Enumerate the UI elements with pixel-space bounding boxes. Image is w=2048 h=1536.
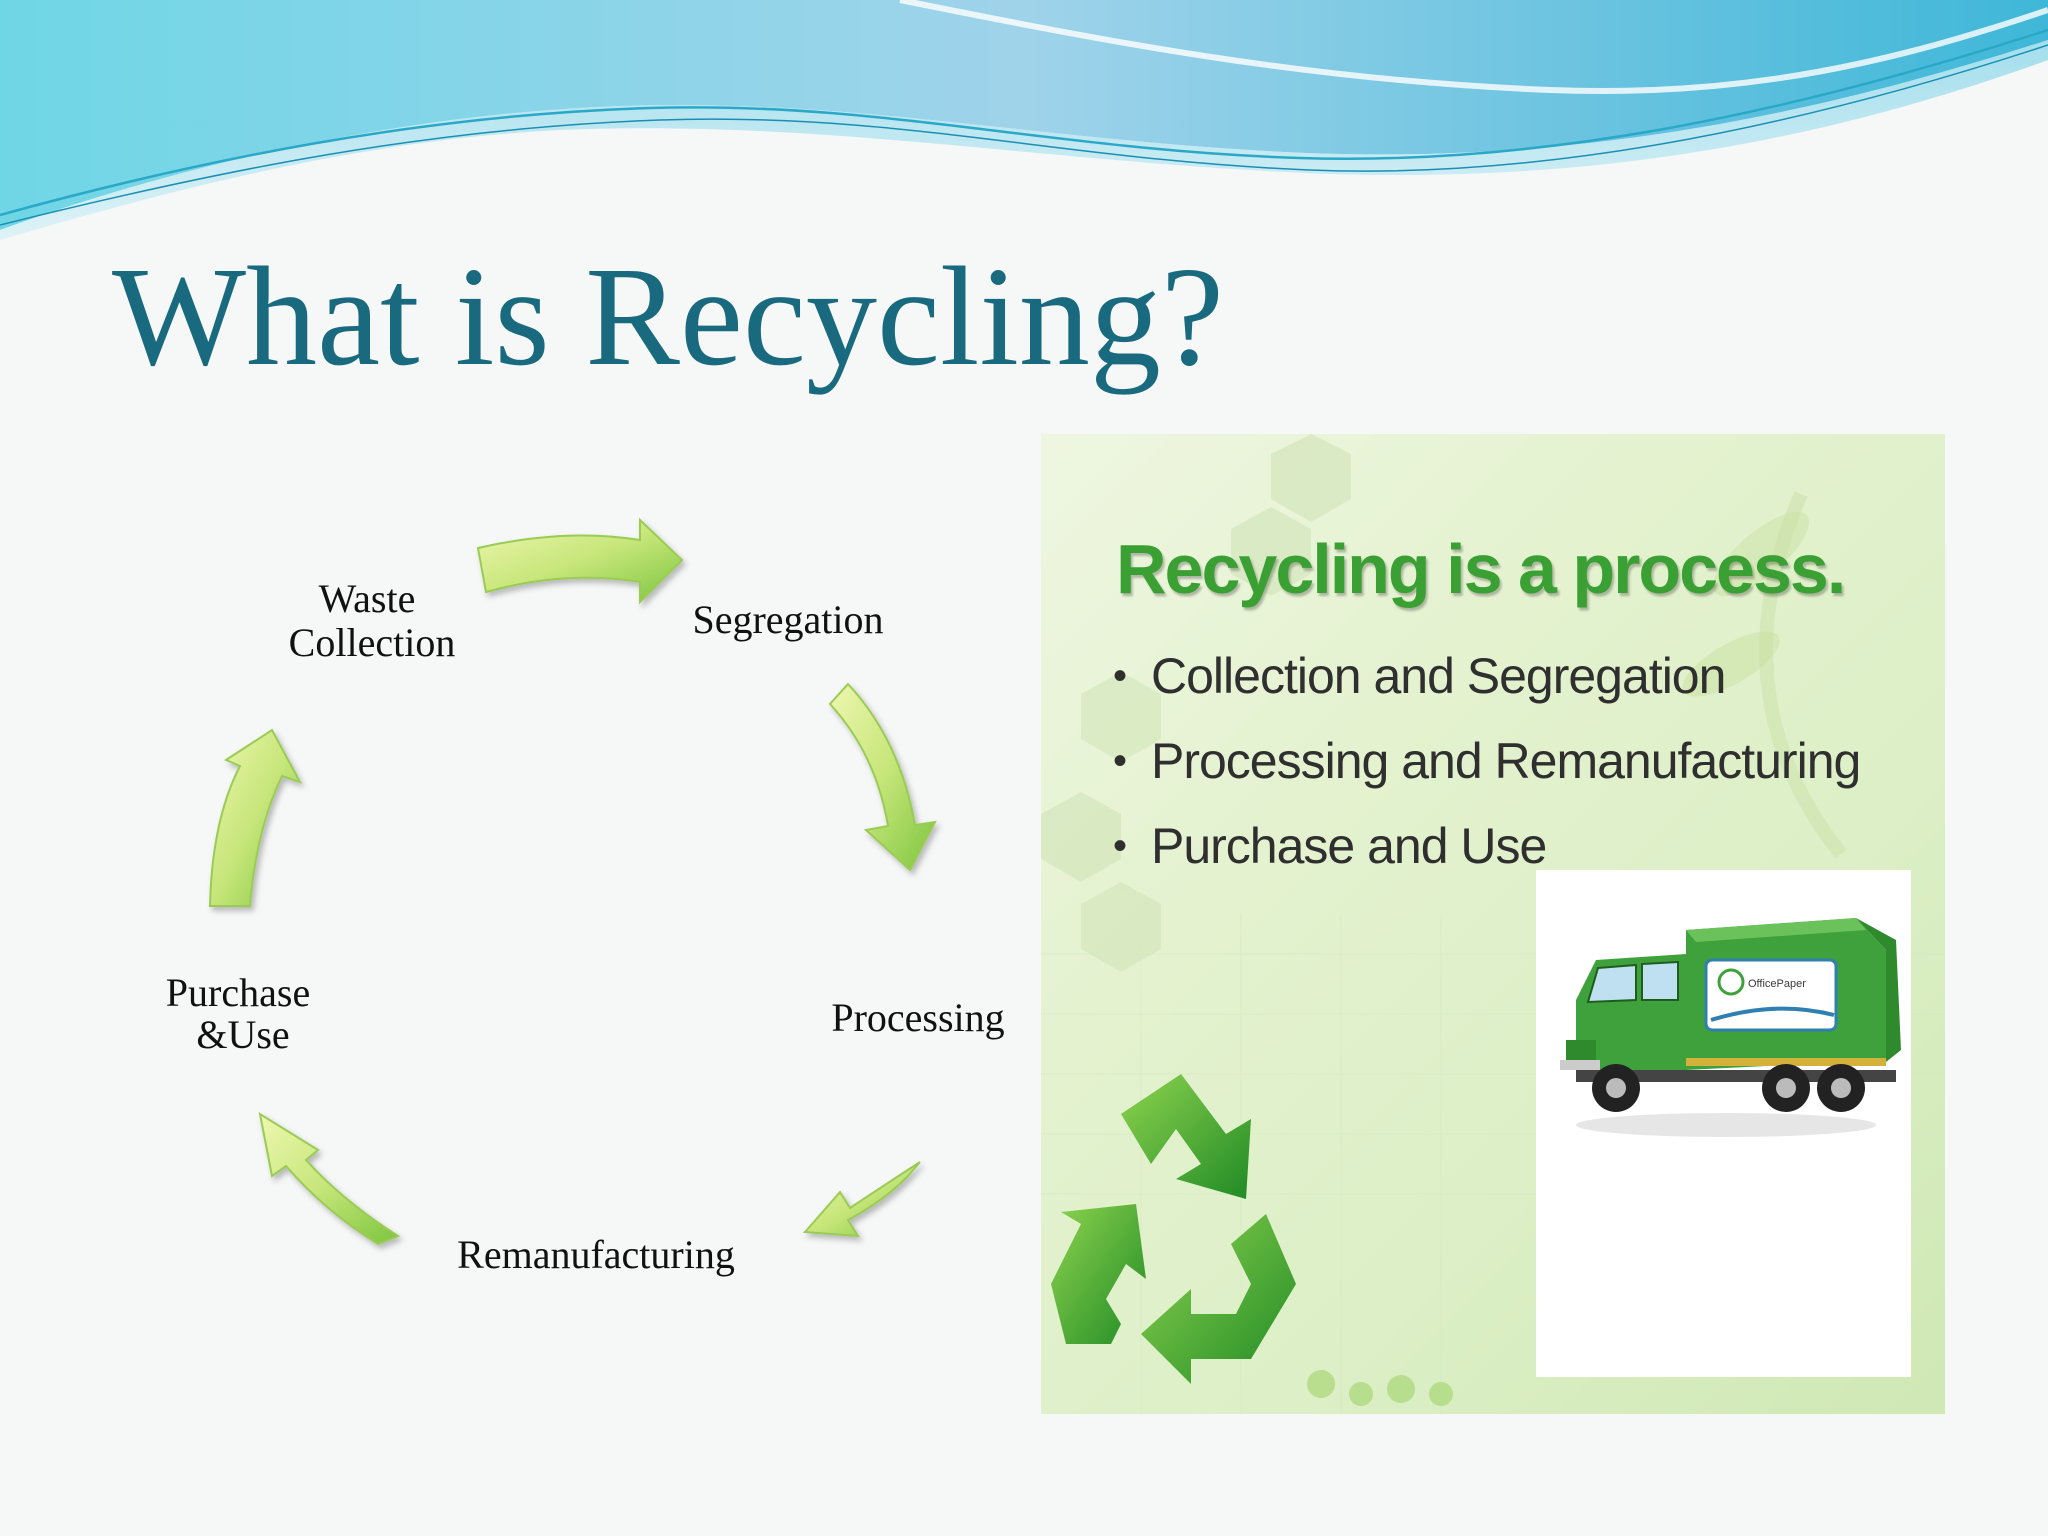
cycle-arrow-5	[208, 728, 303, 907]
cycle-node-processing: Processing	[831, 995, 1004, 1040]
slide-title: What is Recycling?	[112, 237, 1224, 395]
cycle-node-remanufacturing: Remanufacturing	[457, 1232, 735, 1277]
header-wave-decoration	[0, 0, 2048, 240]
garbage-truck-icon: OfficePaper	[1560, 918, 1901, 1137]
cycle-node-segregation: Segregation	[692, 597, 883, 642]
list-item-text: Processing and Remanufacturing	[1151, 733, 1861, 789]
cycle-arrow-2	[828, 682, 937, 872]
list-item-text: Purchase and Use	[1151, 818, 1547, 874]
cycle-arrow-3	[802, 1161, 921, 1238]
list-item: • Collection and Segregation	[1111, 634, 1860, 719]
cycle-node-waste-collection: Waste Collection	[289, 576, 456, 665]
cycle-node-purchase-use: Purchase &Use	[166, 970, 320, 1057]
cycle-arrow-1	[476, 517, 684, 605]
list-item-text: Collection and Segregation	[1151, 648, 1726, 704]
list-item: • Processing and Remanufacturing	[1111, 719, 1861, 804]
garbage-truck-photo: OfficePaper	[1536, 870, 1911, 1377]
panel-title: Recycling is a process.	[1116, 530, 1846, 608]
bullet-icon: •	[1113, 824, 1127, 868]
recycling-process-image: Recycling is a process. • Collection and…	[1041, 434, 1945, 1414]
cycle-arrow-4	[258, 1111, 401, 1246]
list-item: • Purchase and Use	[1111, 804, 1860, 889]
svg-text:OfficePaper: OfficePaper	[1748, 978, 1806, 990]
bullet-icon: •	[1113, 739, 1127, 783]
bullet-icon: •	[1113, 654, 1127, 698]
recycle-symbol-icon	[1051, 1074, 1296, 1384]
panel-process-list: • Collection and Segregation • Processin…	[1111, 634, 1861, 889]
